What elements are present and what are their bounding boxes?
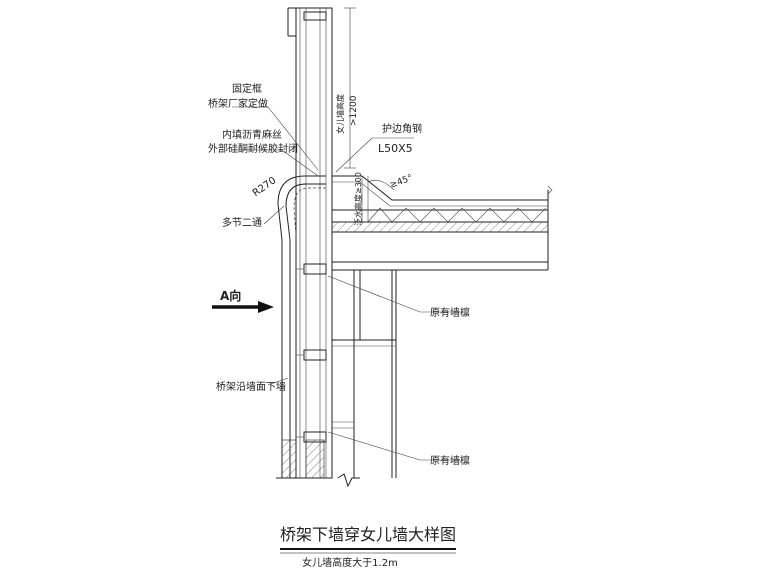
roof-beam (332, 261, 548, 271)
roof-flashing (332, 175, 548, 222)
bridge-factory-label: 桥架厂家定做 (208, 97, 268, 110)
radius-label: R270 (251, 175, 279, 199)
drawing-title: 桥架下墙穿女儿墙大样图 (280, 525, 456, 544)
angle-annotation (367, 179, 395, 191)
guard-angle-label: 护边角钢 (382, 122, 422, 135)
original-structure (332, 270, 397, 478)
leader-lines (232, 106, 460, 461)
parapet-dimension (344, 7, 356, 169)
angle-size-label: L50X5 (378, 142, 413, 155)
roof-min-label: 泛水高度≥300 (353, 172, 363, 226)
parapet-height-label: 女儿墙高度 (335, 94, 345, 134)
multi-section-label: 多节二通 (222, 216, 262, 229)
tray-brackets (296, 263, 327, 443)
direction-a-label: A向 (220, 288, 241, 303)
cable-tray (277, 175, 326, 479)
angle-degree-label: ≥45° (389, 173, 415, 190)
direction-arrow (212, 301, 274, 313)
break-lines (276, 473, 360, 488)
inner-fill-label: 内填沥青麻丝 (222, 128, 282, 141)
roof-panel (331, 185, 553, 270)
drawing-subtitle: 女儿墙高度大于1.2m (302, 556, 398, 569)
parapet-min-label: >1200 (349, 95, 359, 126)
existing-purlin-label-1: 原有墙檩 (430, 306, 470, 319)
bridge-down-wall-label: 桥架沿墙面下墙 (216, 380, 286, 393)
outer-seal-label: 外部硅酮耐候胶封闭 (208, 142, 298, 155)
fixed-frame-label: 固定框 (232, 82, 262, 95)
parapet-wall (287, 7, 333, 479)
existing-purlin-label-2: 原有墙檩 (430, 454, 470, 467)
